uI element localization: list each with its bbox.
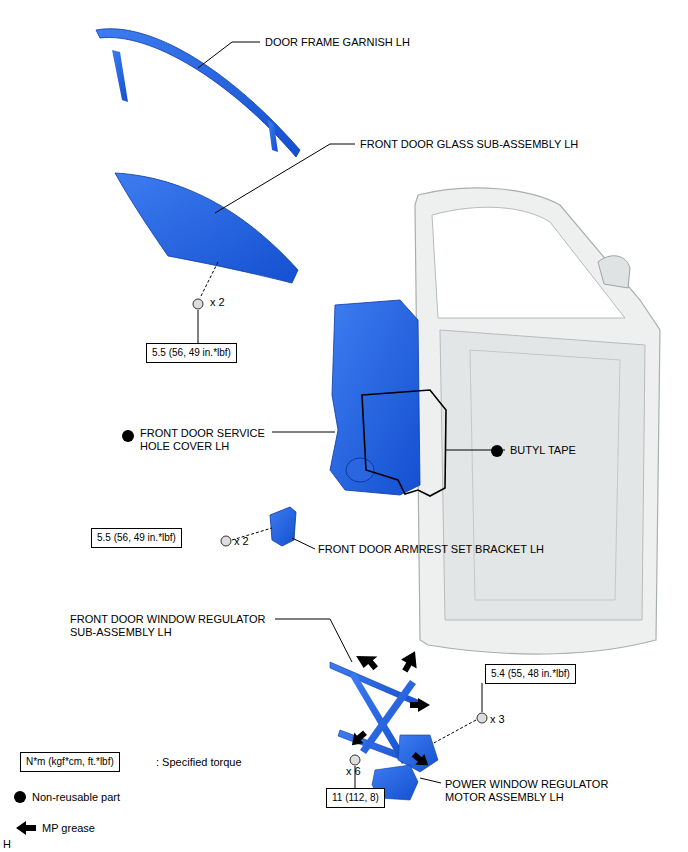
torque-box: 5.4 (55, 48 in.*lbf)	[485, 664, 576, 684]
part-label: FRONT DOOR WINDOW REGULATOR SUB-ASSEMBLY…	[70, 613, 290, 639]
legend-text: : Specified torque	[156, 756, 242, 769]
part-label: H	[3, 838, 11, 851]
torque-box: 11 (112, 8)	[326, 788, 385, 808]
quantity-label: x 2	[210, 296, 225, 309]
part-label: BUTYL TAPE	[510, 444, 576, 457]
part-label: FRONT DOOR ARMREST SET BRACKET LH	[318, 543, 544, 556]
part-label: POWER WINDOW REGULATOR MOTOR ASSEMBLY LH	[445, 778, 617, 804]
torque-box: N*m (kgf*cm, ft.*lbf)	[20, 752, 120, 772]
quantity-label: x 2	[234, 535, 249, 548]
quantity-label: x 3	[490, 713, 505, 726]
torque-value: 5.5 (56, 49 in.*lbf)	[92, 529, 181, 547]
part-label: FRONT DOOR GLASS SUB-ASSEMBLY LH	[360, 138, 578, 151]
torque-value: 11 (112, 8)	[327, 789, 384, 807]
part-label: DOOR FRAME GARNISH LH	[265, 36, 410, 49]
torque-value: 5.4 (55, 48 in.*lbf)	[486, 665, 575, 683]
part-label: FRONT DOOR SERVICE HOLE COVER LH	[140, 427, 268, 453]
legend-text: Non-reusable part	[32, 791, 120, 804]
torque-value: N*m (kgf*cm, ft.*lbf)	[21, 753, 119, 771]
torque-box: 5.5 (56, 49 in.*lbf)	[146, 343, 237, 363]
quantity-label: x 6	[346, 765, 361, 778]
legend-text: MP grease	[42, 822, 95, 835]
torque-box: 5.5 (56, 49 in.*lbf)	[91, 528, 182, 548]
torque-value: 5.5 (56, 49 in.*lbf)	[147, 344, 236, 362]
